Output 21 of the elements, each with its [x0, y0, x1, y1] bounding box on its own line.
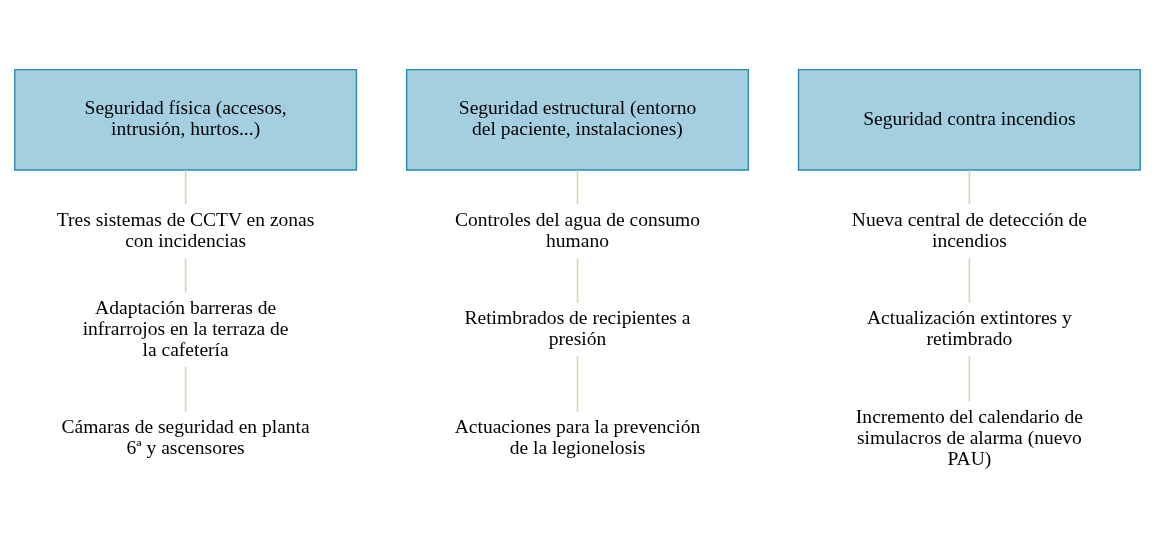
node-text: Adaptación barreras de infrarrojos en la terraza de la cafetería [82, 296, 289, 360]
connector [968, 257, 971, 303]
node-text: Cámaras de seguridad en planta 6ª y ascensores [61, 415, 310, 458]
node-text: Retimbrados de recipientes a presión [464, 306, 691, 349]
connector [184, 365, 187, 412]
connector [576, 354, 579, 413]
connector [576, 169, 579, 205]
node-box: Seguridad estructural (entorno del paciente, instalaciones) [405, 68, 750, 171]
node-text: Controles del agua de consumo humano [455, 208, 700, 251]
node-text: Incremento del calendario de simulacros de alarma (nuevo PAU) [855, 405, 1083, 469]
connector [184, 169, 187, 205]
node-text: Tres sistemas de CCTV en zonas con incidencias [56, 208, 315, 251]
connector [576, 257, 579, 303]
node-box: Seguridad física (accesos, intrusión, hurtos...) [14, 68, 358, 171]
node-text: Actualización extintores y retimbrado [866, 306, 1072, 349]
connector [184, 257, 187, 293]
connector [968, 354, 971, 402]
node-box: Seguridad contra incendios [797, 68, 1141, 171]
connector [968, 169, 971, 205]
node-text: Actuaciones para la prevención de la legionelosis [454, 415, 701, 458]
node-text: Nueva central de detección de incendios [851, 208, 1087, 251]
